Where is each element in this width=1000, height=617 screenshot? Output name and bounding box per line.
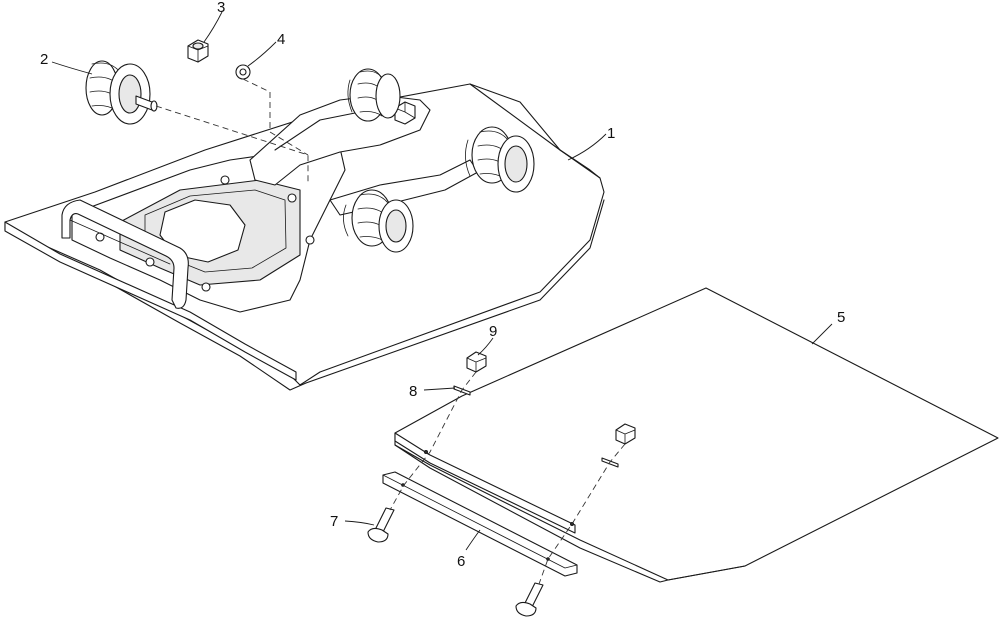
carriage-bolt-icon [367,507,395,543]
hex-nut-icon [615,423,636,445]
hex-bolt-icon [394,101,416,125]
assembly-line-washer [242,78,309,156]
washer-icon [235,64,251,80]
rubber-mount-rear [347,68,401,122]
callout-3: 3 [217,0,225,16]
callout-5: 5 [837,309,845,326]
plate-extension [394,287,999,583]
leader-lines [51,11,833,551]
hex-nut-icon [187,39,209,63]
clamp-bar [382,471,578,577]
callout-8: 8 [409,383,417,400]
callout-6: 6 [457,553,465,570]
assembly-line-left [389,371,477,511]
callout-4: 4 [277,31,285,48]
base-plate-assembly [4,83,605,391]
callout-2: 2 [40,51,48,68]
assembly-line-mount [155,105,309,185]
rubber-mount-front [343,189,414,253]
assembly-line-right [538,443,626,585]
callout-9: 9 [489,323,497,340]
rubber-mount-right [465,126,535,193]
callout-1: 1 [607,125,615,142]
callout-7: 7 [330,513,338,530]
carriage-bolt-icon [515,582,544,617]
hex-nut-icon [466,351,487,373]
rubber-mount-loose [85,60,158,125]
